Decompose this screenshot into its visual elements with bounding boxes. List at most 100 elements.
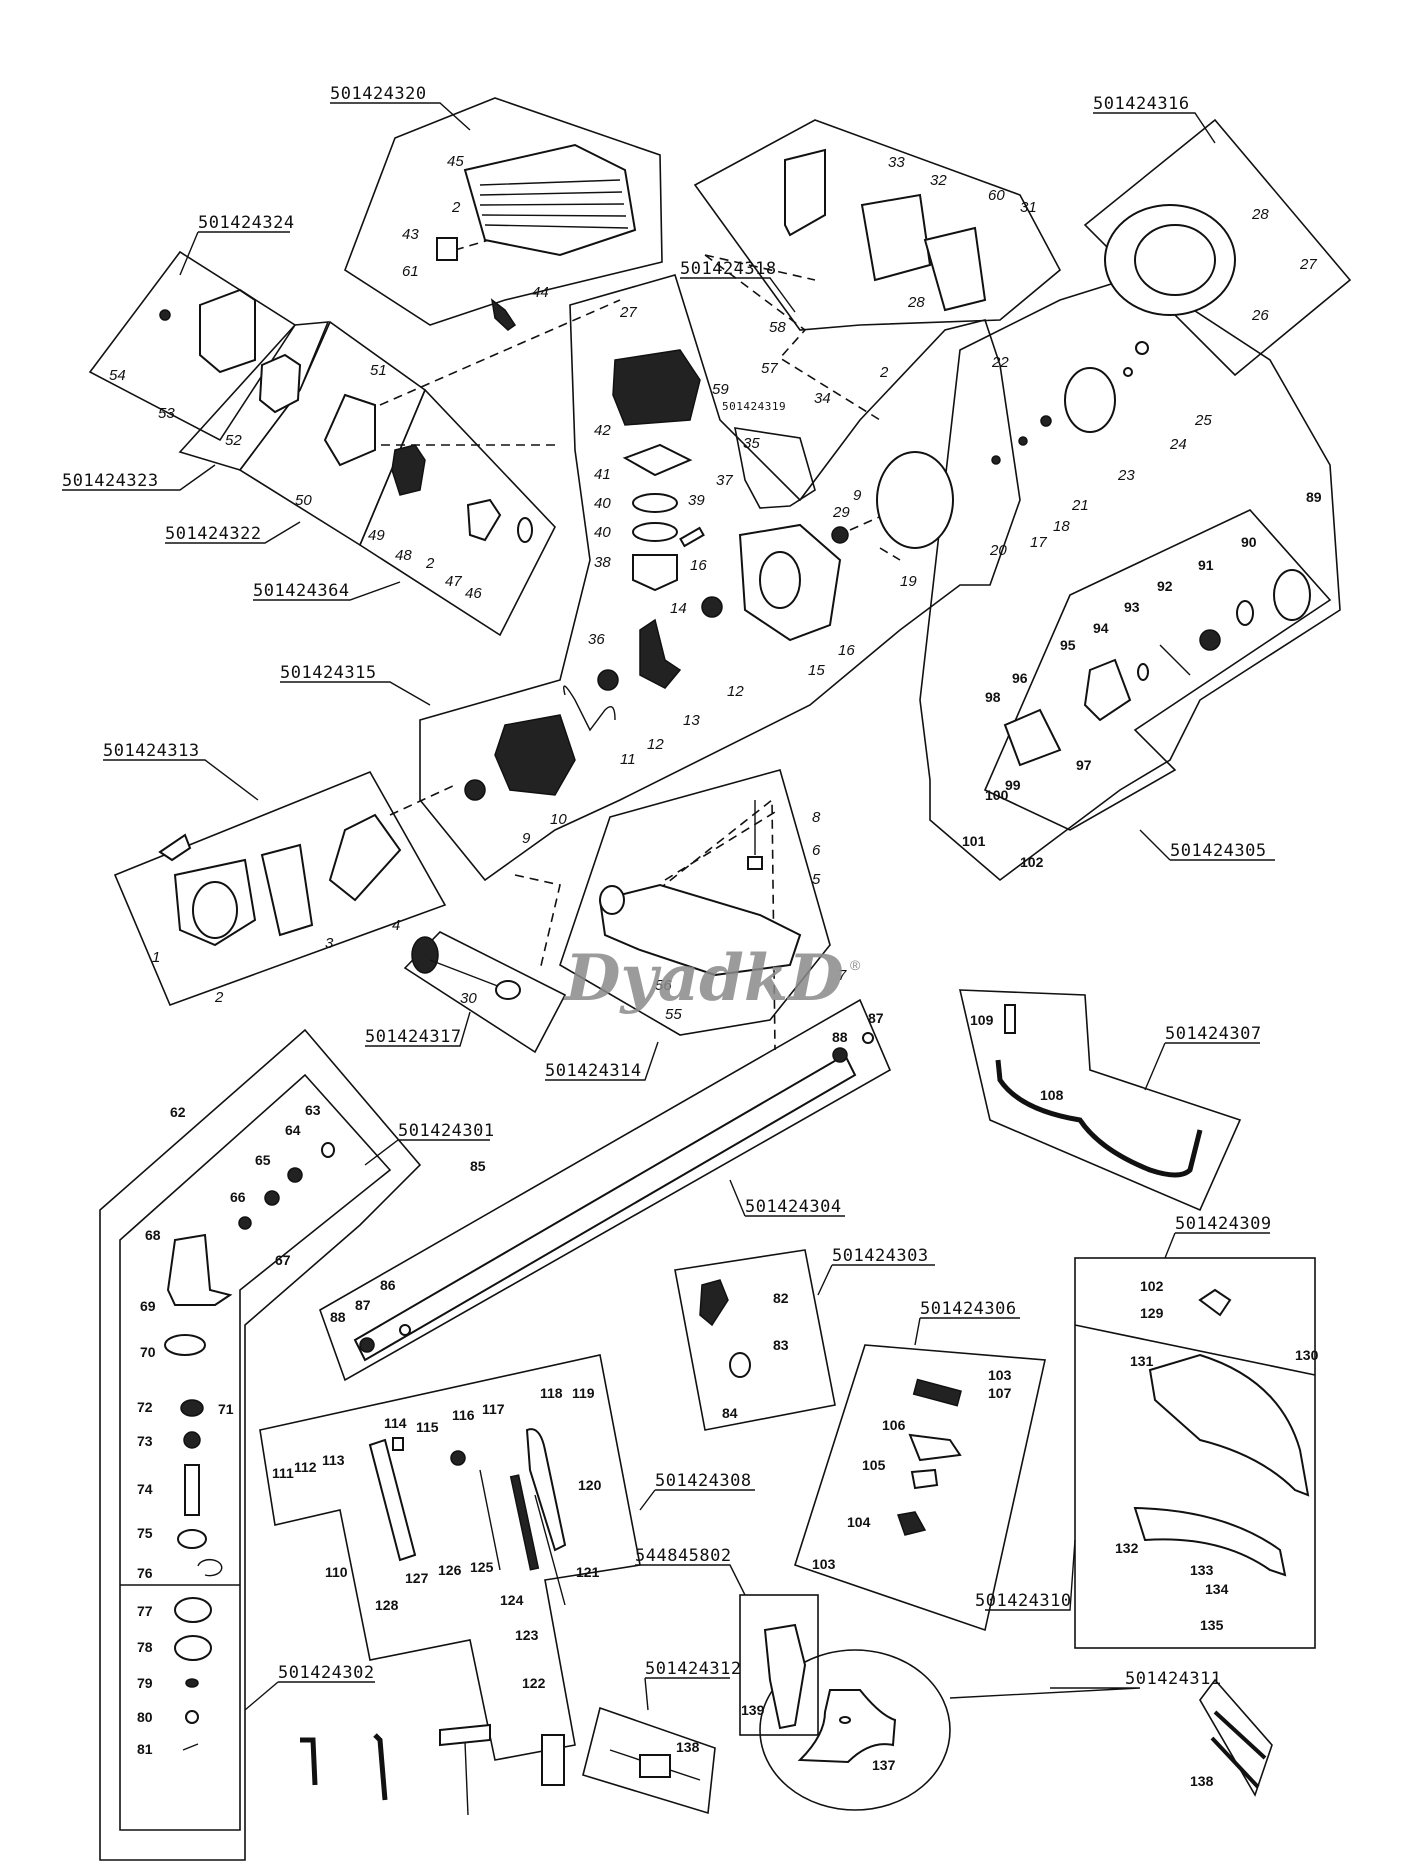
- seal-70: [164, 1334, 206, 1356]
- part-number: 128: [375, 1597, 399, 1613]
- intake-manifold: [466, 498, 502, 542]
- group-code-501424311: 501424311: [1125, 1669, 1222, 1689]
- circlip-63: [321, 1142, 335, 1158]
- part-number: 21: [1071, 497, 1089, 514]
- part-number: 104: [847, 1514, 871, 1530]
- part-number: 1: [152, 949, 160, 966]
- outline-501424303: [674, 1249, 836, 1431]
- part-number: 106: [882, 1417, 906, 1433]
- bearing-75: [177, 1529, 207, 1549]
- part-number: 93: [1124, 599, 1140, 615]
- part-number: 115: [416, 1419, 439, 1435]
- part-number: 125: [470, 1559, 494, 1575]
- part-number: 4: [392, 917, 400, 934]
- part-number: 26: [1251, 307, 1269, 324]
- throttle-handle-left: [368, 1438, 417, 1562]
- part-number: 95: [1060, 637, 1076, 653]
- part-number: 30: [460, 990, 477, 1007]
- part-number: 23: [1117, 467, 1135, 484]
- pin-81: [182, 1743, 199, 1751]
- part-number: 63: [305, 1102, 321, 1118]
- part-number: 130: [1295, 1347, 1319, 1363]
- leader-501424306: [914, 1317, 1020, 1346]
- leader-501424304: [729, 1179, 845, 1217]
- part-number: 38: [594, 554, 611, 571]
- part-number: 97: [1076, 757, 1092, 773]
- part-number: 138: [676, 1739, 700, 1755]
- part-number: 118: [540, 1385, 563, 1401]
- leader-501424314: [545, 1041, 659, 1081]
- part-number: 2: [879, 364, 889, 381]
- clamp-83: [729, 1352, 751, 1378]
- part-number: 28: [1251, 206, 1269, 223]
- fuel-cap-strap: [429, 959, 509, 991]
- part-number: 122: [522, 1675, 546, 1691]
- part-number: 27: [1299, 256, 1317, 273]
- part-number: 32: [930, 172, 947, 189]
- dash-tank-hose: [657, 798, 776, 1051]
- part-number: 29: [832, 504, 850, 521]
- spline-shaft-74: [184, 1464, 200, 1516]
- part-number: 79: [137, 1675, 153, 1691]
- three-tooth-blade: [797, 1689, 897, 1764]
- leader-501424318: [680, 277, 796, 313]
- air-filter: [258, 353, 302, 414]
- leader-501424364: [253, 581, 401, 601]
- part-number: 28: [907, 294, 925, 311]
- part-number: 16: [838, 642, 855, 659]
- part-number: 5: [812, 871, 821, 888]
- leader-501424315: [280, 681, 431, 706]
- blade-hole: [839, 1716, 851, 1724]
- outline-501424319: [734, 427, 816, 509]
- part-number: 112: [294, 1459, 317, 1475]
- outline-501424307: [958, 989, 1242, 1212]
- group-code-501424306: 501424306: [920, 1299, 1017, 1319]
- part-number: 139: [741, 1702, 765, 1718]
- rod-124: [479, 1469, 501, 1571]
- part-number: 62: [170, 1104, 186, 1120]
- fan-housing-inner: [1134, 224, 1216, 296]
- part-number: 83: [773, 1337, 789, 1353]
- part-number: 40: [594, 524, 611, 541]
- group-code-501424313: 501424313: [103, 741, 200, 761]
- hex-key-small: [300, 1737, 318, 1786]
- group-code-501424320: 501424320: [330, 84, 427, 104]
- part-number: 135: [1200, 1617, 1224, 1633]
- part-number: 18: [1053, 518, 1070, 535]
- outline-501424312: [582, 1706, 716, 1815]
- part-43-bracket: [436, 237, 458, 261]
- bearing-12b: [597, 669, 619, 691]
- part-number: 87: [868, 1010, 884, 1026]
- fuel-tank-neck: [599, 885, 625, 915]
- leader-501424322: [165, 521, 301, 544]
- part-number: 54: [109, 367, 126, 384]
- part-number: 52: [225, 432, 242, 449]
- leader-501424317: [365, 1011, 471, 1047]
- outline-501424309: [1074, 1257, 1316, 1649]
- gear-73: [183, 1431, 201, 1449]
- dash-flywheel: [849, 509, 901, 561]
- part-number: 132: [1115, 1540, 1139, 1556]
- group-code-501424318: 501424318: [680, 259, 777, 279]
- part-number: 123: [515, 1627, 539, 1643]
- part-number: 7: [838, 967, 847, 984]
- trimmer-head: [763, 1623, 807, 1730]
- starter-handle: [158, 833, 192, 862]
- group-code-501424302: 501424302: [278, 1663, 375, 1683]
- clutch-bell: [1273, 569, 1311, 621]
- group-code-501424319: 501424319: [722, 400, 786, 413]
- dash-fuelcap: [514, 874, 561, 971]
- part-number: 68: [145, 1227, 161, 1243]
- dash-carb-to-cyl: [379, 299, 621, 446]
- group-code-501424322: 501424322: [165, 524, 262, 544]
- part-number: 126: [438, 1562, 462, 1578]
- clutch-housing: [1083, 658, 1132, 722]
- part-number: 43: [402, 226, 419, 243]
- leader-501424320: [330, 102, 471, 131]
- bracket-106: [908, 1433, 962, 1462]
- guard-bracket-129: [1198, 1288, 1232, 1317]
- cover-fins: [479, 179, 629, 229]
- shaft-93: [1159, 644, 1191, 676]
- outline-501424304: [319, 998, 892, 1382]
- part-number: 109: [970, 1012, 994, 1028]
